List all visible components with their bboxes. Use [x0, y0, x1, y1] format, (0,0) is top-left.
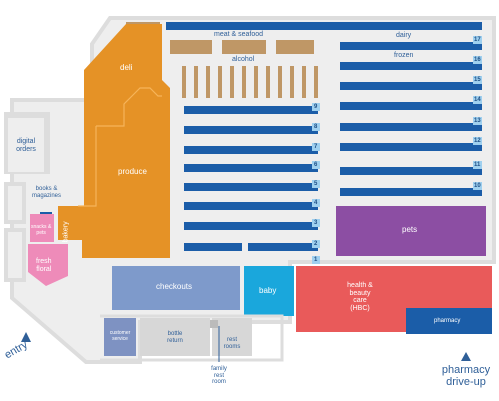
aisle-number: 15: [474, 77, 481, 83]
pets-area: [336, 206, 486, 256]
aisle-tags: [312, 36, 482, 264]
deli-divider: [96, 87, 162, 127]
deli-produce-bakery: [58, 24, 170, 258]
customer-service-area: [104, 318, 136, 356]
aisle-number: 3: [314, 220, 318, 226]
snacks-pets-area: [30, 214, 54, 242]
rest-rooms-label: rest rooms: [223, 337, 241, 350]
bottle-return-label: bottle return: [167, 331, 183, 344]
hbc-label: health & beauty care (HBC): [347, 282, 373, 313]
aisle-number: 7: [314, 144, 318, 150]
aisle-number: 12: [474, 138, 481, 144]
aisle-number: 11: [474, 162, 481, 168]
meat-seafood-case: [222, 40, 266, 54]
alcohol-shelves: [182, 66, 318, 98]
aisle-number: 14: [474, 97, 481, 103]
front-wall: [100, 314, 284, 362]
frozen-label: frozen: [394, 52, 414, 59]
digital-orders-label: digital orders: [16, 138, 36, 153]
bakery-label: bakery: [62, 221, 70, 243]
center-aisles: [184, 106, 318, 251]
fresh-floral-area: [28, 244, 68, 286]
dairy-aisle: [166, 22, 482, 30]
pharmacy-label: pharmacy: [434, 318, 461, 324]
produce-divider: [78, 126, 97, 207]
aisle-number: 9: [314, 104, 318, 110]
aisle-number: 8: [314, 124, 318, 130]
produce-label: produce: [118, 167, 147, 176]
digital-orders-room: [8, 118, 44, 172]
pharmacy-area: [406, 308, 492, 334]
customer-service-label: customer service: [109, 330, 131, 342]
aisle-number: 2: [314, 241, 318, 247]
aisle-number: 4: [314, 200, 318, 206]
arrow-up-icon: [21, 332, 31, 342]
pharmacy-drive-up-label[interactable]: pharmacy drive-up: [441, 364, 491, 389]
arrow-up-icon: [461, 352, 471, 361]
aisle-number: 17: [474, 37, 481, 43]
fresh-floral-label: fresh floral: [36, 258, 52, 273]
vestibule-room: [8, 232, 22, 278]
checkouts-area: [112, 266, 240, 310]
baby-area: [244, 266, 294, 316]
books-magazines-label: books & magazines: [32, 186, 62, 199]
aisle-number: 1: [314, 257, 318, 263]
bottle-return-area: [140, 318, 210, 356]
aisle-number: 13: [474, 118, 481, 124]
right-aisles: [340, 42, 482, 196]
aisle-number: 10: [474, 183, 481, 189]
checkouts-label: checkouts: [156, 282, 193, 291]
aisle-number: 5: [314, 181, 318, 187]
family-rest-room-area: [210, 320, 218, 328]
aisle-number: 16: [474, 57, 481, 63]
snacks-pets-label: snacks & pets: [31, 224, 52, 236]
family-rest-room-label: family rest room: [211, 366, 227, 386]
meat-seafood-case: [170, 40, 212, 54]
meat-seafood-label: meat & seafood: [214, 31, 264, 38]
baby-label: baby: [259, 286, 277, 295]
dairy-label: dairy: [396, 32, 412, 39]
alcohol-label: alcohol: [232, 56, 255, 63]
vestibule-room: [8, 186, 22, 220]
aisle-number: 6: [314, 162, 318, 168]
meat-seafood-case: [276, 40, 314, 54]
pets-label: pets: [402, 225, 418, 234]
deli-label: deli: [120, 63, 133, 72]
